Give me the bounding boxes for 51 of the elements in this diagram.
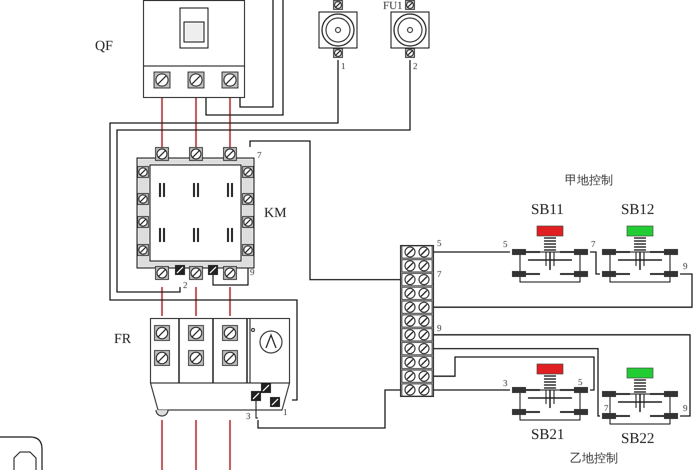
device-label: KM <box>264 207 287 221</box>
wire <box>590 251 600 275</box>
wire <box>195 98 197 147</box>
terminal-number: 7 <box>257 151 262 160</box>
wire <box>257 389 400 429</box>
terminal-number: 2 <box>183 281 188 290</box>
wire <box>434 389 510 391</box>
device-label: FU1 <box>383 1 403 12</box>
terminal-number: 2 <box>413 62 418 71</box>
wire <box>229 287 231 316</box>
terminal-number: 9 <box>683 262 688 271</box>
wire <box>434 273 693 308</box>
device-label: SB11 <box>531 203 564 218</box>
device-label: SB21 <box>531 428 564 443</box>
wire <box>161 420 163 470</box>
wire <box>229 420 231 470</box>
terminal-number: 3 <box>246 412 250 421</box>
wire <box>434 251 510 253</box>
wire <box>205 0 284 116</box>
wire <box>239 0 274 108</box>
terminal-number: 9 <box>437 324 442 333</box>
wire <box>434 348 600 417</box>
group-title: 甲地控制 <box>565 174 613 186</box>
wire <box>195 287 197 316</box>
terminal-number: 1 <box>283 408 288 417</box>
terminal-number: 5 <box>578 378 582 387</box>
terminal-number: 7 <box>437 270 442 279</box>
wire <box>116 60 411 293</box>
wire <box>161 98 163 147</box>
wire <box>161 287 163 316</box>
terminal-number: 5 <box>437 239 442 248</box>
device-label: FR <box>114 333 132 347</box>
terminal-block <box>400 245 434 397</box>
wire <box>229 98 231 147</box>
terminal-number: 7 <box>591 240 596 249</box>
device-label: SB22 <box>621 432 654 447</box>
terminal-number: 7 <box>604 404 608 413</box>
device-label: QF <box>95 40 113 54</box>
wire <box>249 140 400 280</box>
terminal-number: 9 <box>250 268 254 277</box>
wire <box>434 356 595 391</box>
device-label: SB12 <box>621 203 654 218</box>
terminal-number: 1 <box>341 62 346 71</box>
terminal-number: 5 <box>503 240 508 249</box>
wire <box>195 420 197 470</box>
wire <box>434 334 691 417</box>
fuse-drawing <box>318 0 358 60</box>
terminal-number: 9 <box>683 404 688 413</box>
group-title: 乙地控制 <box>570 452 618 464</box>
terminal-number: 3 <box>503 379 508 388</box>
wire <box>109 60 339 401</box>
